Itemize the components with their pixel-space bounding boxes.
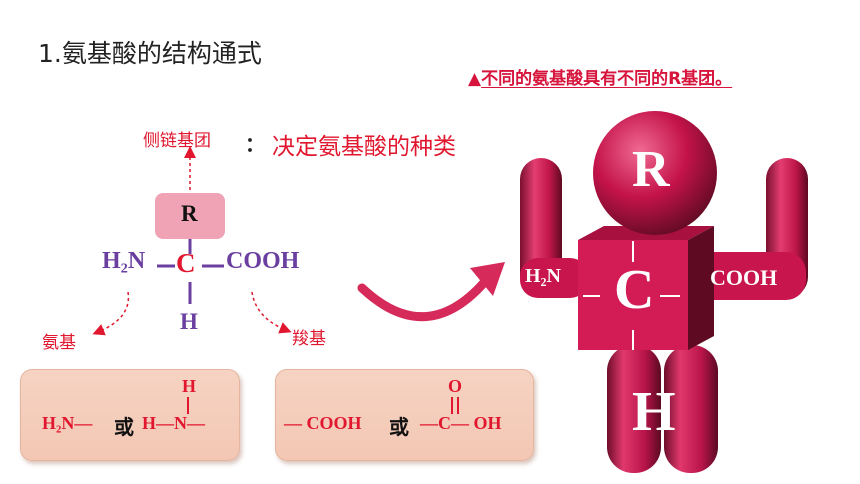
carboxyl-group-panel [275, 369, 534, 461]
page-title: 1.氨基酸的结构通式 [38, 39, 262, 68]
amino-formula-a: H₂N— [42, 413, 93, 433]
carboxyl-top-o: O [448, 376, 463, 396]
robot-body-text: C [614, 259, 655, 321]
big-arrow [357, 273, 493, 322]
r-group-text: R [181, 201, 198, 226]
r-group-box [155, 193, 225, 239]
triangle-icon: ▲ [468, 69, 482, 89]
carboxyl-arrow [251, 291, 292, 334]
colon-text: ： [245, 132, 265, 156]
robot-head [593, 111, 717, 235]
torso-side [688, 226, 714, 350]
r-group-note: ▲不同的氨基酸具有不同的R基团。 [468, 64, 732, 89]
carboxyl-group-text: COOH [226, 248, 300, 274]
amino-top-h: H [182, 376, 197, 396]
left-arm [520, 258, 588, 298]
amino-or-text: 或 [114, 415, 134, 439]
robot-head-text: R [632, 141, 670, 198]
amino-formula-b: H—N— [142, 413, 205, 433]
amino-label: 氨基 [42, 333, 76, 353]
carboxyl-formula-b: —C— OH [420, 413, 502, 433]
carboxyl-label: 羧基 [292, 329, 326, 349]
robot-legs-text: H [632, 381, 676, 443]
robot-left-arm-text: H₂N [525, 265, 561, 287]
amino-group-panel [20, 369, 240, 461]
carboxyl-or-text: 或 [389, 415, 409, 439]
r-group-note-text: 不同的氨基酸具有不同的R基团。 [481, 69, 733, 89]
amino-group-text: H₂N [102, 248, 146, 274]
carboxyl-formula-a: — COOH [284, 413, 362, 433]
right-leg [664, 345, 718, 473]
side-chain-description: 决定氨基酸的种类 [272, 134, 456, 160]
left-leg [607, 345, 661, 473]
robot-right-arm-text: COOH [710, 265, 778, 290]
right-arm [690, 252, 806, 300]
central-carbon-text: C [176, 248, 196, 278]
hydrogen-text: H [180, 309, 198, 334]
amino-arrow [92, 291, 130, 336]
big-arrow-head [470, 262, 505, 296]
